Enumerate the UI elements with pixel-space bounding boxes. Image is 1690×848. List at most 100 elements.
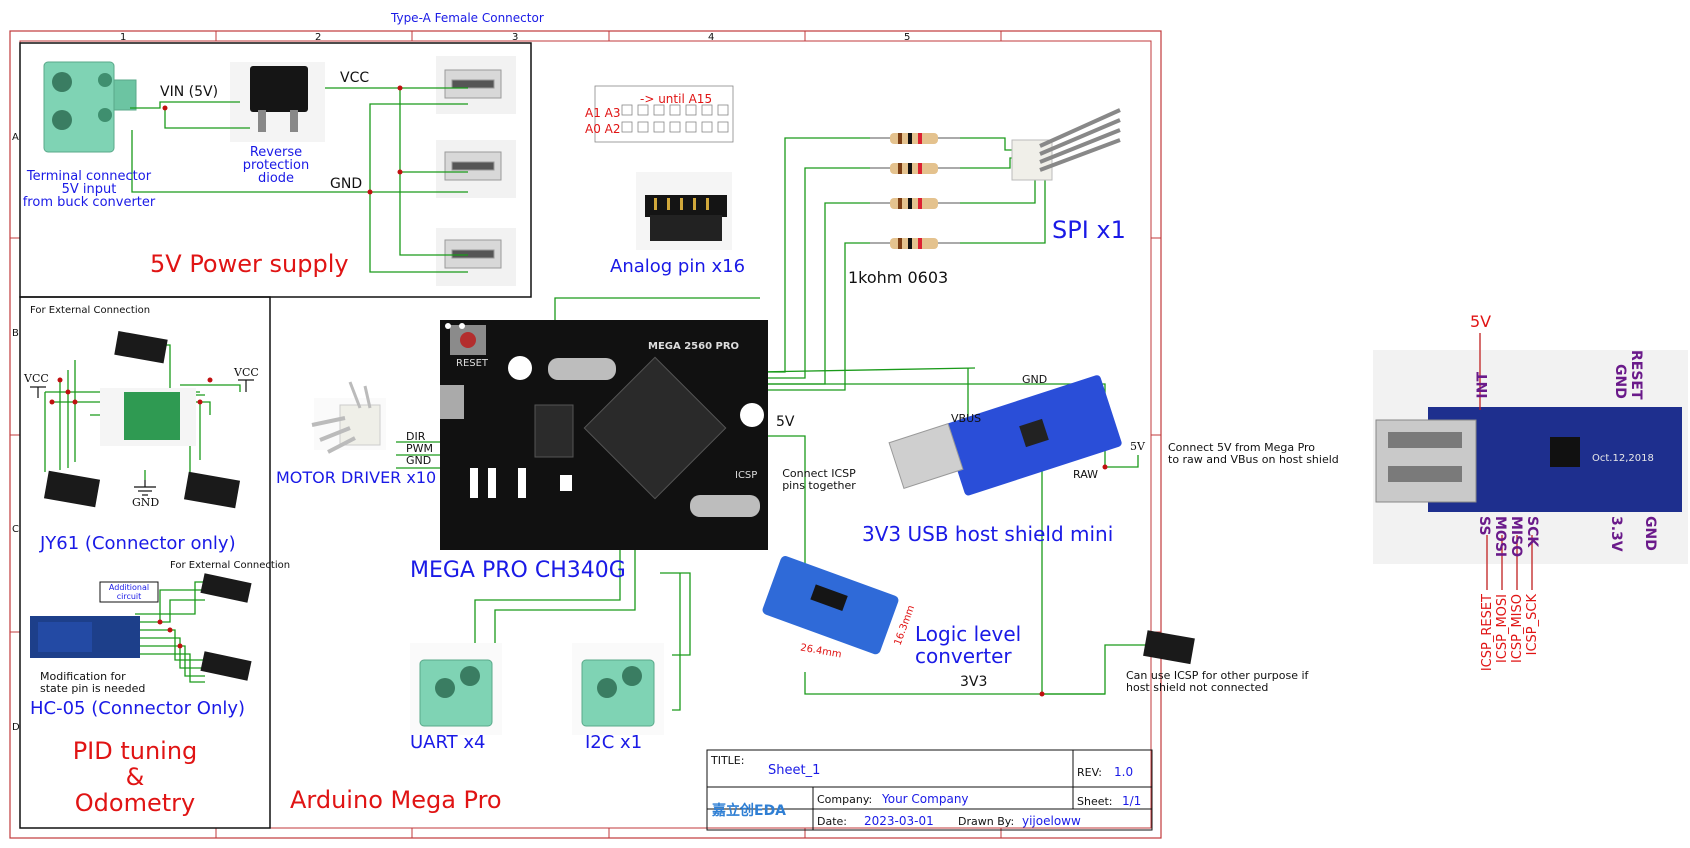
tb-rev-val: 1.0 (1114, 765, 1134, 779)
shield-int: INT (1475, 372, 1491, 399)
shield-miso: MISO (1508, 516, 1524, 558)
power-section-box (19, 42, 532, 298)
resistor-label: 1kohm 0603 (848, 268, 949, 287)
type-a-label: Type-A Female Connector (391, 11, 544, 25)
tb-drawn-val: yijoeloww (1022, 814, 1081, 828)
arduino-title: Arduino Mega Pro (290, 786, 502, 814)
jy61-connectors (43, 331, 241, 509)
mega-icsp-text: ICSP (735, 470, 758, 481)
spi-header-connector (1011, 108, 1121, 181)
llc-3v3: 3V3 (960, 674, 988, 690)
tb-rev-key: REV: (1077, 766, 1102, 779)
logic-level-converter-photo (762, 556, 899, 655)
vcc-label: VCC (340, 70, 370, 86)
mega-5v-label: 5V (776, 414, 795, 430)
hc05-connectors (200, 573, 252, 681)
spi-title: SPI x1 (1052, 216, 1126, 244)
tb-date-val: 2023-03-01 (864, 814, 934, 828)
hc05-module (30, 616, 140, 658)
shield-sck: SCK (1524, 516, 1540, 548)
host-gnd: GND (1022, 373, 1048, 386)
motor-pwm: PWM (406, 442, 434, 455)
jy61-vcc-left: VCC (24, 372, 49, 385)
shield-board-date: Oct.12,2018 (1592, 453, 1654, 464)
grid-col-5: 5 (904, 32, 911, 43)
llc-title: Logic level converter (915, 622, 1022, 668)
shield-gnd-bot: GND (1642, 516, 1658, 551)
jy61-ext-label: For External Connection (30, 305, 151, 316)
power-section-title: 5V Power supply (150, 250, 349, 278)
until-a15-label: -> until A15 (640, 92, 713, 106)
wires (44, 87, 1150, 711)
host-note: Connect 5V from Mega Pro to raw and VBus… (1168, 441, 1339, 466)
tb-drawn-key: Drawn By: (958, 815, 1015, 828)
shield-icsp-mosi: ICSP_MOSI (1495, 594, 1510, 664)
shield-mosi: MOSI (1492, 516, 1508, 558)
pid-section-box (19, 296, 271, 829)
mega-pro-board (440, 320, 768, 550)
tb-sheet-key: Sheet: (1077, 795, 1113, 808)
pid-title: PID tuning & Odometry (72, 737, 198, 817)
motor-gnd: GND (406, 454, 432, 467)
grid-row-c: C (12, 524, 19, 535)
analog-title: Analog pin x16 (610, 256, 746, 277)
motor-dir: DIR (406, 430, 426, 443)
grid-col-4: 4 (708, 32, 715, 43)
grid-ticks (10, 31, 1161, 838)
terminal-connector-label: Terminal connector 5V input from buck co… (22, 169, 156, 210)
grid-row-a: A (12, 132, 19, 143)
shield-gnd-top: GND (1612, 364, 1628, 399)
a0-a2-label: A0 A2 (585, 122, 621, 136)
tb-title-key: TITLE: (711, 754, 745, 767)
tb-title-val: Sheet_1 (768, 763, 821, 778)
resistors (870, 133, 960, 249)
additional-circuit-box (99, 581, 159, 603)
tb-company-val: Your Company (882, 792, 969, 806)
grid-row-b: B (12, 328, 19, 339)
grid-row-d: D (12, 722, 20, 733)
jy61-gnd: GND (132, 496, 160, 509)
hc05-ext-label: For External Connection (170, 560, 291, 571)
jy61-vcc-right: VCC (234, 366, 259, 379)
shield-3v3: 3.3V (1608, 516, 1624, 552)
shield-icsp-miso: ICSP_MISO (1510, 594, 1525, 664)
mega-reset-text: RESET (456, 358, 489, 369)
jy61-title: JY61 (Connector only) (40, 533, 236, 554)
tb-sheet-val: 1/1 (1122, 794, 1142, 808)
i2c-title: I2C x1 (585, 732, 643, 753)
additional-circuit-label: Additional circuit (108, 583, 150, 601)
tb-logo: 嘉立创EDA (712, 803, 787, 819)
shield-icsp-sck: ICSP_SCK (1525, 594, 1540, 656)
uart-title: UART x4 (410, 732, 486, 753)
jy61-gnd-symbol (134, 480, 156, 496)
a1-a3-label: A1 A3 (585, 106, 621, 120)
shield-icsp-reset: ICSP_RESET (1480, 594, 1495, 672)
gnd-label: GND (330, 176, 363, 192)
hc05-modification-note: Modification for state pin is needed (40, 670, 146, 695)
icsp-free-note: Can use ICSP for other purpose if host s… (1126, 669, 1309, 694)
grid-col-3: 3 (512, 32, 519, 43)
title-block-frame (706, 749, 1153, 831)
hc05-title: HC-05 (Connector Only) (30, 698, 246, 719)
jy61-vcc-symbols (30, 379, 254, 398)
grid-col-2: 2 (315, 32, 322, 43)
shield-photo (1373, 350, 1688, 564)
tb-company-key: Company: (817, 793, 873, 806)
motor-connector (311, 381, 386, 454)
analog-header-footprint (594, 85, 734, 143)
icsp-spare-header (1143, 630, 1195, 665)
shield-5v: 5V (1470, 312, 1492, 331)
grid-col-1: 1 (120, 32, 127, 43)
uart-terminal (410, 643, 502, 735)
host-vbus: VBUS (951, 412, 982, 425)
diode-package (230, 62, 325, 142)
terminal-block-power (36, 52, 144, 162)
host-5v: 5V (1130, 440, 1145, 453)
icsp-note: Connect ICSP pins together (782, 467, 856, 492)
shield-photo-leads (1479, 333, 1533, 590)
shield-reset: RESET (1628, 350, 1644, 400)
host-title: 3V3 USB host shield mini (862, 522, 1114, 546)
mega-pin-row-top (445, 323, 465, 329)
motor-title: MOTOR DRIVER x10 (276, 468, 437, 487)
